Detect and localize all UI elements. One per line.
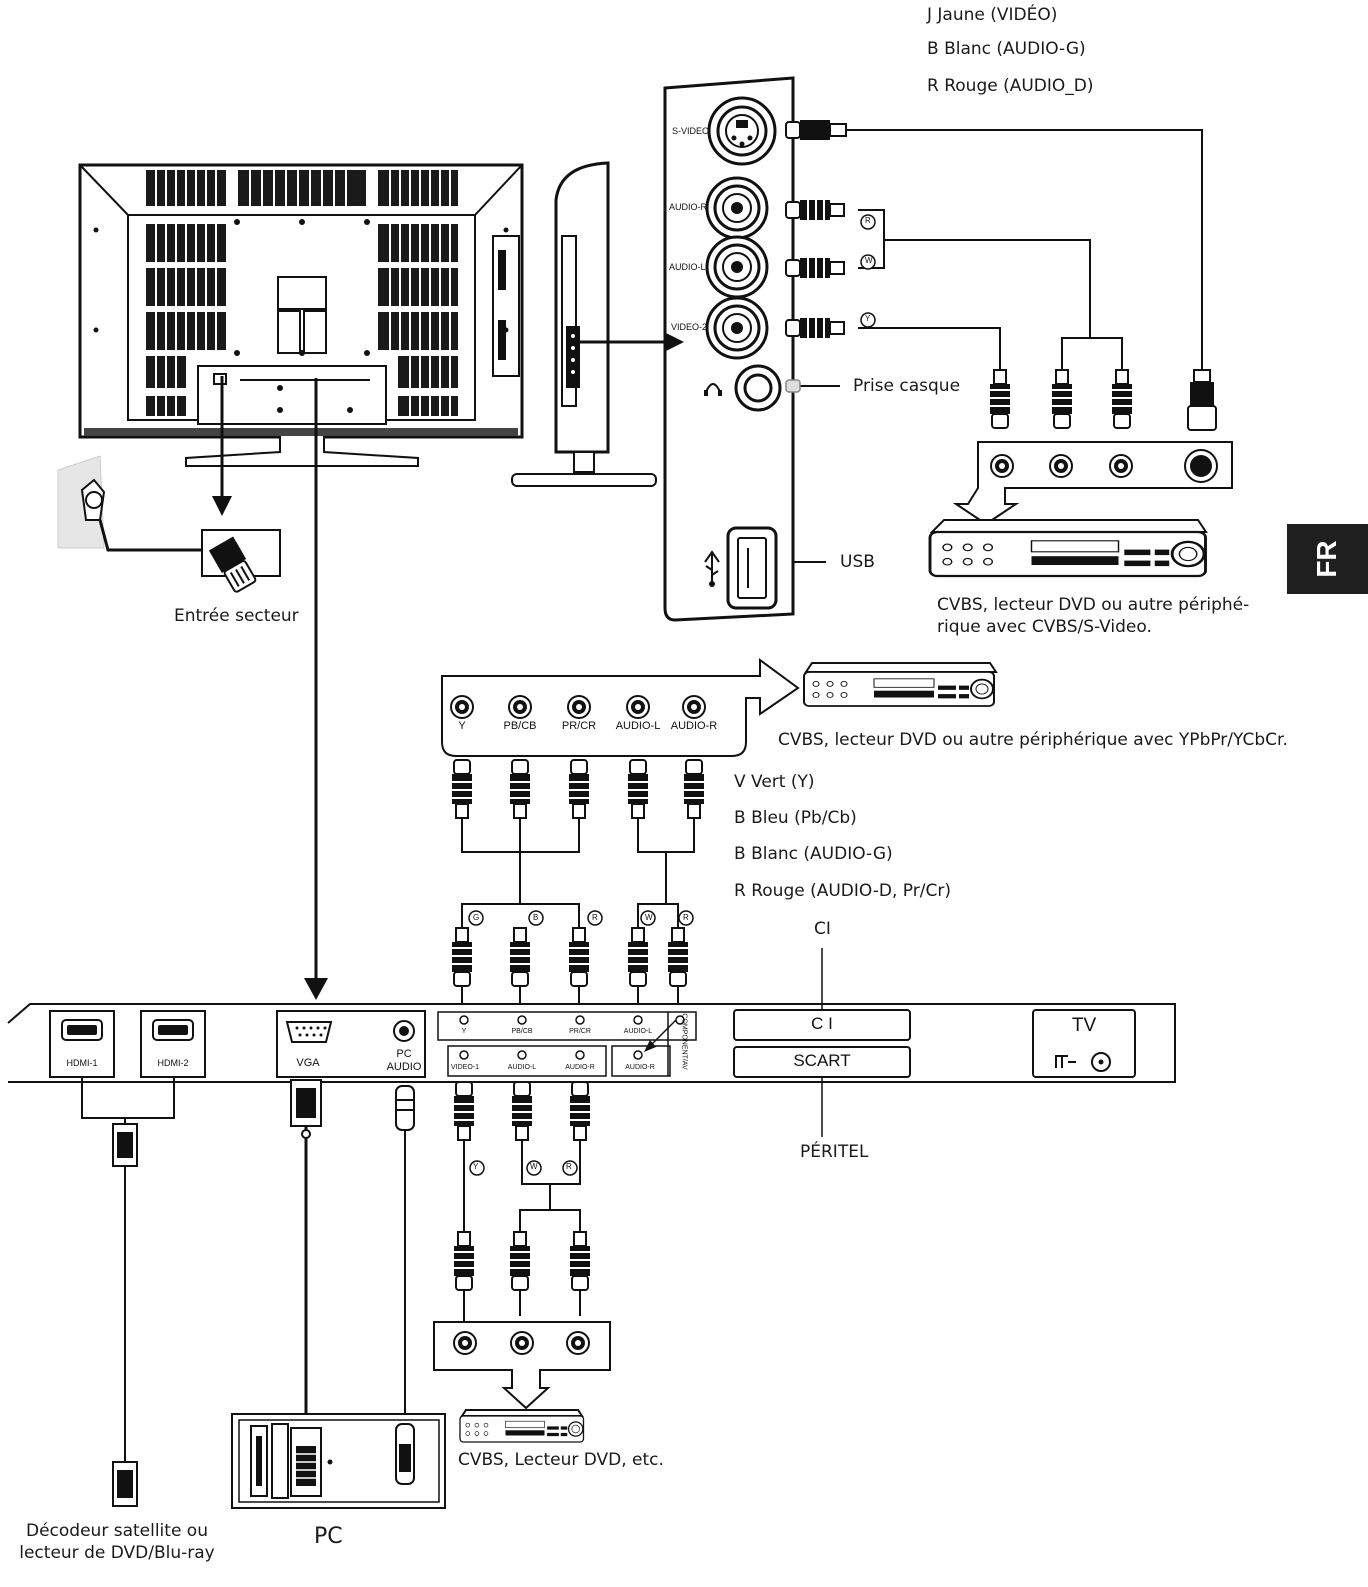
panel-comp-audio-l: AUDIO-L bbox=[623, 1028, 653, 1035]
component-jack-pr: PR/CR bbox=[561, 720, 597, 732]
plug-tag-y-2: Y bbox=[473, 1162, 479, 1171]
plug-tag-w-3: W bbox=[530, 1162, 538, 1171]
panel-comp-pb: PB/CB bbox=[511, 1028, 533, 1035]
plug-tag-w-1: W bbox=[865, 256, 873, 265]
pc-label: PC bbox=[314, 1524, 343, 1549]
side-panel-plugs bbox=[785, 120, 1217, 431]
dvd-player-1 bbox=[928, 519, 1208, 578]
tv-antenna-label: TV bbox=[1071, 1015, 1097, 1036]
color-key-red-2: R Rouge (AUDIO-D, Pr/Cr) bbox=[734, 881, 951, 901]
color-key-blue: B Bleu (Pb/Cb) bbox=[734, 808, 857, 828]
color-key-green: V Vert (Y) bbox=[734, 772, 815, 792]
wall-socket bbox=[57, 455, 106, 549]
arrow-bottom-panel bbox=[304, 378, 328, 1000]
color-key-white: B Blanc (AUDIO-G) bbox=[927, 39, 1086, 59]
plug-tag-r-1: R bbox=[865, 216, 871, 225]
panel-audio-r: AUDIO-R bbox=[625, 1064, 655, 1071]
ypbpr-device-panel bbox=[441, 658, 800, 757]
scart-callout-label: PÉRITEL bbox=[800, 1142, 869, 1162]
arrow-power bbox=[212, 376, 232, 516]
port-label-pc-audio: PC AUDIO bbox=[386, 1048, 422, 1073]
port-label-hdmi2: HDMI-2 bbox=[157, 1058, 189, 1068]
plug-tag-g: G bbox=[473, 913, 480, 922]
headphone-label: Prise casque bbox=[853, 376, 961, 396]
dvd-player-2 bbox=[803, 662, 998, 707]
pc-audio-cable bbox=[395, 1085, 415, 1424]
plug-tag-r-3: R bbox=[683, 913, 689, 922]
component-jack-pb: PB/CB bbox=[503, 720, 537, 732]
panel-comp-pr: PR/CR bbox=[569, 1028, 591, 1035]
component-cables bbox=[451, 759, 705, 1012]
plug-tag-r-2: R bbox=[592, 913, 598, 922]
plug-tag-w-2: W bbox=[645, 913, 653, 922]
cvbs-dvd-label: CVBS, Lecteur DVD, etc. bbox=[458, 1450, 664, 1470]
color-key-red: R Rouge (AUDIO_D) bbox=[927, 76, 1094, 96]
panel-av-video1: VIDEO-1 bbox=[450, 1064, 479, 1071]
usb-label: USB bbox=[840, 552, 875, 572]
ci-callout-label: CI bbox=[814, 919, 831, 939]
color-key-white-2: B Blanc (AUDIO-G) bbox=[734, 844, 893, 864]
arrow-side-panel bbox=[576, 332, 684, 352]
satellite-label: Décodeur satellite ou lecteur de DVD/Blu… bbox=[19, 1521, 215, 1563]
plug-tag-r-4: R bbox=[566, 1162, 572, 1171]
side-panel bbox=[663, 76, 795, 622]
panel-comp-y: Y bbox=[461, 1028, 467, 1035]
component-jack-y: Y bbox=[458, 720, 466, 732]
color-key-yellow: J Jaune (VIDÉO) bbox=[927, 5, 1058, 25]
tv-side-view bbox=[511, 161, 657, 487]
language-tab: FR bbox=[1287, 524, 1368, 594]
power-inlet bbox=[201, 529, 281, 593]
port-label-audio-r: AUDIO-R bbox=[669, 202, 707, 212]
cvbs-svideo-device-label: CVBS, lecteur DVD ou autre périphé-rique… bbox=[937, 595, 1250, 637]
port-label-svideo: S-VIDEO bbox=[672, 126, 710, 136]
port-label-video2: VIDEO-2 bbox=[671, 322, 708, 332]
plug-tag-y-1: Y bbox=[865, 314, 871, 323]
panel-av-audio-r: AUDIO-R bbox=[565, 1064, 595, 1071]
component-jack-audio-r: AUDIO-R bbox=[670, 720, 718, 732]
port-label-hdmi1: HDMI-1 bbox=[66, 1058, 98, 1068]
vga-cable bbox=[290, 1079, 322, 1428]
plug-tag-b: B bbox=[533, 913, 539, 922]
ypbpr-device-label: CVBS, lecteur DVD ou autre périphérique … bbox=[778, 730, 1288, 750]
bottom-panel bbox=[7, 948, 1176, 1137]
dvd-player-3 bbox=[459, 1409, 585, 1443]
tv-rear-view bbox=[78, 163, 524, 467]
scart-label: SCART bbox=[793, 1051, 851, 1070]
language-tab-label: FR bbox=[1311, 540, 1342, 578]
ci-slot-label: C I bbox=[811, 1014, 833, 1033]
power-input-label: Entrée secteur bbox=[174, 606, 299, 626]
port-label-vga: VGA bbox=[296, 1057, 320, 1069]
component-jack-audio-l: AUDIO-L bbox=[615, 720, 661, 732]
panel-av-audio-l: AUDIO-L bbox=[507, 1064, 537, 1071]
cvbs-device-panel bbox=[433, 1321, 611, 1410]
av-device-panel bbox=[952, 441, 1233, 526]
pc-box bbox=[231, 1413, 446, 1509]
av-cables bbox=[453, 1081, 591, 1322]
port-label-audio-l: AUDIO-L bbox=[669, 262, 706, 272]
panel-component-av: COMPONENT/AV bbox=[680, 1013, 688, 1070]
